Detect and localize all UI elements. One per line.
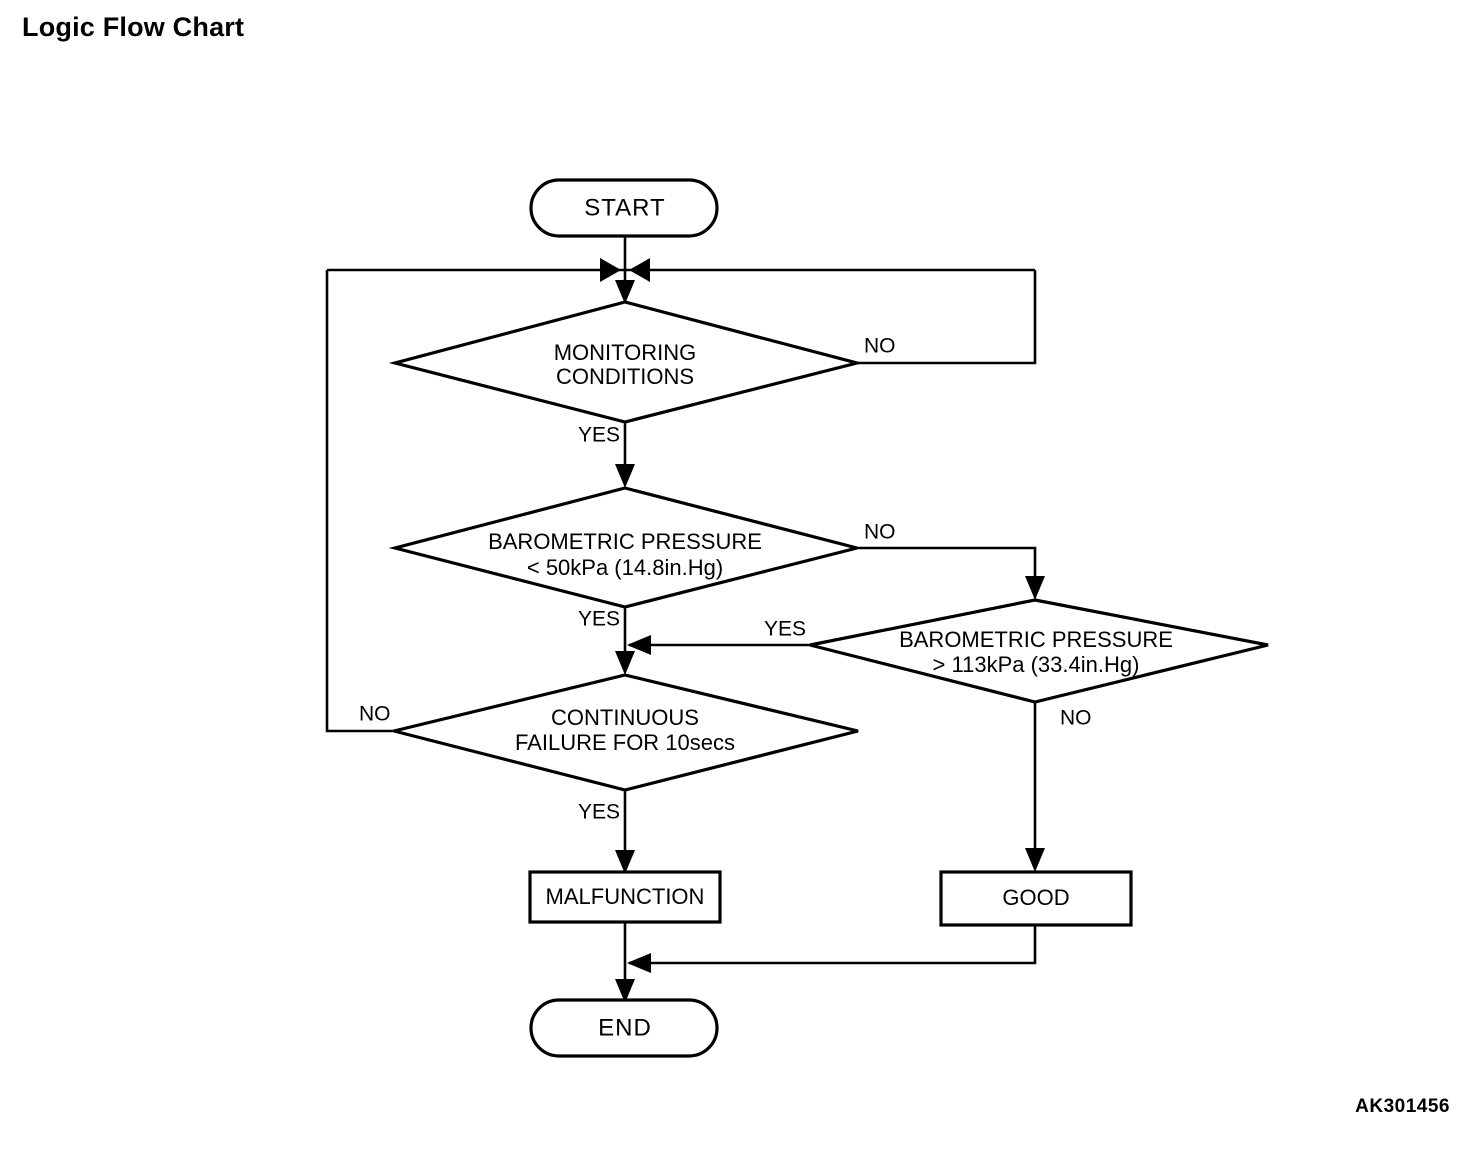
junction-right-arrowhead: [629, 258, 650, 282]
page-title: Logic Flow Chart: [22, 12, 245, 42]
edge-label-monitoring-no: NO: [864, 335, 896, 358]
node-baro-high-label-line1: BAROMETRIC PRESSURE: [899, 627, 1173, 652]
node-monitoring-conditions[interactable]: [388, 300, 864, 424]
arrowhead-baro-high-yes: [627, 635, 651, 655]
edge-good-to-end: [629, 925, 1037, 965]
arrowhead-good-merge: [627, 953, 651, 973]
edge-baro-low-no: [857, 546, 1037, 590]
node-continuous-label-line2: FAILURE FOR 10secs: [515, 730, 735, 755]
arrowhead-into-baro-high: [1025, 576, 1045, 600]
arrowhead-into-monitoring: [615, 280, 635, 304]
node-good-label: GOOD: [1002, 885, 1069, 910]
arrowhead-into-end: [615, 979, 635, 1003]
junction-left-arrowhead: [600, 258, 621, 282]
node-malfunction[interactable]: [528, 870, 722, 924]
node-malfunction-label: MALFUNCTION: [546, 884, 705, 909]
edge-monitoring-no: [857, 270, 1037, 365]
arrowhead-into-baro-low: [615, 464, 635, 488]
node-monitoring-label-line2: CONDITIONS: [556, 364, 694, 389]
edge-continuous-no: [325, 270, 394, 733]
edge-label-baro-low-no: NO: [864, 521, 896, 544]
node-baro-low-label-line2: < 50kPa (14.8in.Hg): [527, 555, 723, 580]
node-continuous-label-line1: CONTINUOUS: [551, 705, 699, 730]
edge-label-baro-high-no: NO: [1060, 707, 1092, 730]
node-end[interactable]: [529, 998, 719, 1058]
node-monitoring-label-line1: MONITORING: [554, 340, 697, 365]
figure-code: AK301456: [1355, 1096, 1450, 1117]
edge-label-continuous-no: NO: [359, 703, 391, 726]
node-baro-high-label-line2: > 113kPa (33.4in.Hg): [933, 652, 1140, 677]
edge-label-baro-high-yes: YES: [764, 618, 806, 641]
node-continuous-failure[interactable]: [393, 673, 859, 792]
edge-label-monitoring-yes: YES: [578, 424, 620, 447]
arrowhead-into-good: [1025, 848, 1045, 872]
arrowhead-into-continuous: [615, 651, 635, 675]
node-barometric-pressure-high[interactable]: [809, 598, 1269, 704]
edge-label-continuous-yes: YES: [578, 801, 620, 824]
node-good[interactable]: [939, 870, 1133, 927]
arrowhead-into-malfunction: [615, 850, 635, 874]
node-end-label: END: [598, 1014, 652, 1041]
edge-label-baro-low-yes: YES: [578, 608, 620, 631]
node-barometric-pressure-low[interactable]: [388, 486, 858, 609]
node-baro-low-label-line1: BAROMETRIC PRESSURE: [488, 529, 762, 554]
node-start[interactable]: [529, 178, 719, 238]
node-start-label: START: [584, 194, 665, 221]
